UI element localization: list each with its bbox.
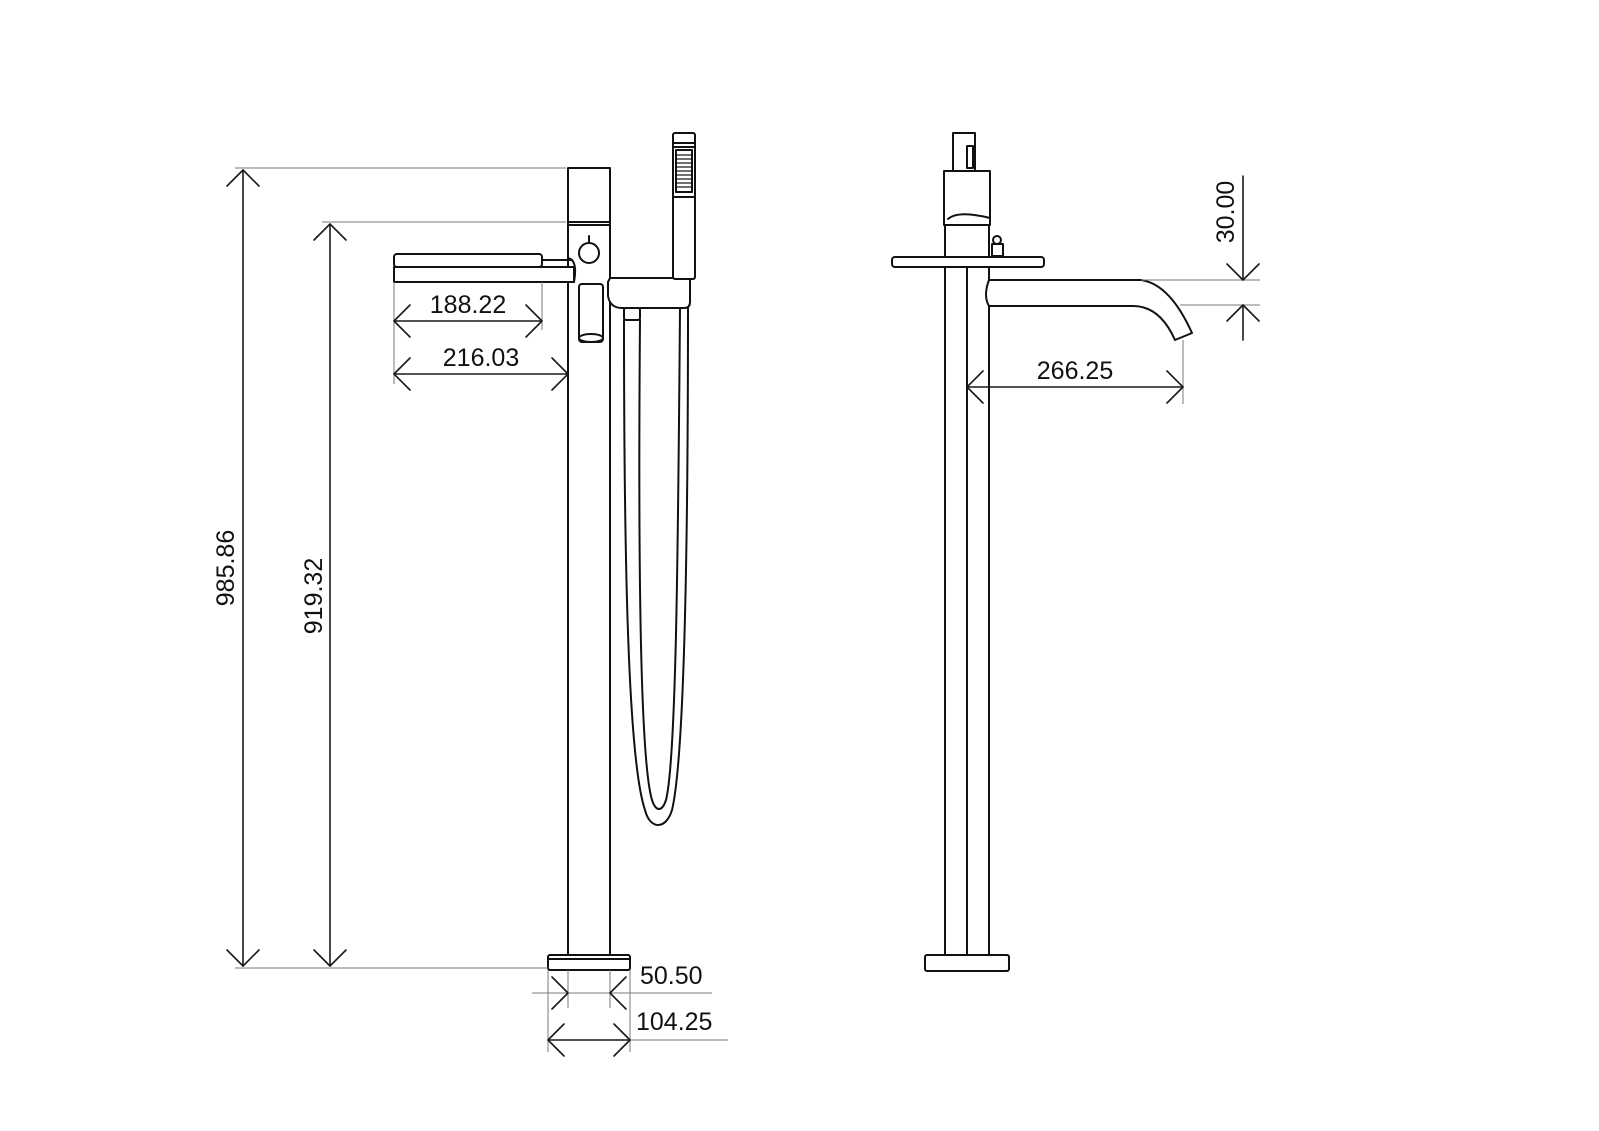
- front-tray-socket: [567, 257, 577, 283]
- front-base-plate: [547, 954, 631, 971]
- dim-50-arrow-right: [609, 976, 627, 1010]
- dim-188-arrow-left: [393, 304, 411, 338]
- dim-overall-height-label: 985.86: [212, 530, 240, 606]
- mixer-knob-icon: [578, 242, 600, 264]
- dim-overall-height-arrow-bottom: [226, 949, 260, 967]
- hose-connector: [623, 307, 641, 321]
- dim-104-arrow-right: [613, 1023, 631, 1057]
- dim-spout-height-label: 919.32: [300, 558, 328, 634]
- side-waterfall-tray: [891, 256, 1045, 268]
- dim-50-label: 50.50: [640, 962, 703, 990]
- side-base-plate: [924, 954, 1010, 972]
- dim-50-arrow-left: [551, 976, 569, 1010]
- hand-shower-grip-texture: [676, 154, 692, 188]
- shower-hose-inner: [638, 307, 681, 810]
- side-top-stem: [966, 145, 974, 169]
- front-shower-arm: [607, 277, 691, 309]
- side-knob-icon: [991, 243, 1004, 257]
- dim-30-arrow-bottom: [1226, 304, 1260, 322]
- dim-266-label: 266.25: [1037, 357, 1113, 385]
- dim-216-label: 216.03: [443, 344, 519, 372]
- dim-266-arrow-right: [1166, 370, 1184, 404]
- dim-spout-height-arrow-top: [313, 223, 347, 241]
- side-top-cap: [952, 132, 976, 172]
- side-spout: [985, 279, 1193, 341]
- dim-overall-height-arrow-top: [226, 169, 260, 187]
- front-waterfall-tray: [393, 253, 543, 268]
- dim-188-label: 188.22: [430, 291, 506, 319]
- dimensions: 985.86 919.32 188.22 216.03 50.50 1: [212, 167, 1260, 1057]
- dim-104-arrow-left: [547, 1023, 565, 1057]
- front-view: [393, 132, 696, 971]
- front-diverter-cap: [578, 333, 604, 343]
- dim-spout-height-arrow-bottom: [313, 949, 347, 967]
- side-view: [891, 132, 1193, 972]
- dim-266-arrow-left: [966, 370, 984, 404]
- dim-104-label: 104.25: [636, 1008, 712, 1036]
- side-knob-top: [992, 235, 1002, 245]
- front-tray-outlet: [393, 266, 575, 283]
- dim-188-arrow-right: [525, 304, 543, 338]
- shower-hose: [623, 307, 689, 826]
- dim-30-label: 30.00: [1212, 181, 1240, 244]
- side-body-bevel: [947, 213, 991, 220]
- dim-216-arrow-right: [551, 357, 569, 391]
- dim-30-arrow-top: [1226, 263, 1260, 281]
- dim-216-arrow-left: [393, 357, 411, 391]
- hand-shower: [672, 132, 696, 280]
